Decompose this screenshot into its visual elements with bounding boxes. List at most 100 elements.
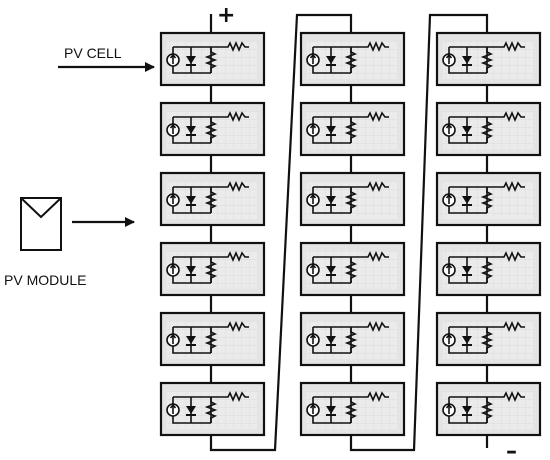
pv-cell [159, 381, 266, 437]
pv-cell-circuit-icon [166, 250, 249, 284]
pv-cell-circuit-icon [442, 390, 525, 424]
pv-cell [159, 171, 266, 227]
pv-cell [435, 241, 542, 297]
diode-icon [462, 397, 472, 423]
diode-icon [326, 47, 336, 73]
series-resistor-icon [225, 40, 249, 53]
series-resistor-icon [365, 320, 389, 333]
series-resistor-icon [365, 40, 389, 53]
shunt-resistor-icon [344, 47, 358, 73]
series-wiring [209, 13, 489, 452]
pv-cell-array [159, 31, 542, 437]
series-resistor-icon [365, 250, 389, 263]
shunt-resistor-icon [204, 187, 218, 213]
pv-cell [159, 241, 266, 297]
pv-cell [299, 381, 406, 437]
current-source-icon [306, 333, 320, 347]
pv-cell-circuit-icon [306, 250, 389, 284]
pv-cell-circuit-icon [306, 110, 389, 144]
diode-icon [186, 397, 196, 423]
shunt-resistor-icon [344, 187, 358, 213]
pv-cell-circuit-icon [306, 320, 389, 354]
pv-cell-circuit-icon [306, 40, 389, 74]
pv-cell-circuit-icon [166, 40, 249, 74]
shunt-resistor-icon [480, 327, 494, 353]
shunt-resistor-icon [480, 257, 494, 283]
series-resistor-icon [225, 320, 249, 333]
diode-icon [186, 117, 196, 143]
pv-cell [159, 101, 266, 157]
current-source-icon [166, 333, 180, 347]
shunt-resistor-icon [480, 397, 494, 423]
current-source-icon [306, 53, 320, 67]
series-resistor-icon [225, 180, 249, 193]
diode-icon [462, 327, 472, 353]
diode-icon [462, 117, 472, 143]
pv-cell [435, 311, 542, 367]
pv-cell [159, 311, 266, 367]
diode-icon [462, 47, 472, 73]
diode-icon [326, 117, 336, 143]
pv-cell [299, 31, 406, 87]
shunt-resistor-icon [344, 257, 358, 283]
diode-icon [326, 257, 336, 283]
current-source-icon [442, 193, 456, 207]
series-resistor-icon [501, 110, 525, 123]
series-resistor-icon [501, 180, 525, 193]
shunt-resistor-icon [204, 327, 218, 353]
pv-cell-label: PV CELL [64, 45, 122, 61]
current-source-icon [442, 333, 456, 347]
pv-cell [299, 311, 406, 367]
diode-icon [186, 327, 196, 353]
pv-cell [435, 101, 542, 157]
diode-icon [326, 397, 336, 423]
series-resistor-icon [501, 390, 525, 403]
pv-cell [435, 381, 542, 437]
shunt-resistor-icon [344, 327, 358, 353]
series-resistor-icon [365, 390, 389, 403]
pv-module-icon [20, 197, 62, 251]
series-resistor-icon [225, 250, 249, 263]
pv-module-label: PV MODULE [4, 272, 86, 288]
pv-cell-circuit-icon [442, 40, 525, 74]
shunt-resistor-icon [480, 187, 494, 213]
pv-cell [435, 171, 542, 227]
current-source-icon [442, 53, 456, 67]
diode-icon [326, 187, 336, 213]
pv-cell-circuit-icon [442, 110, 525, 144]
pv-cell [299, 241, 406, 297]
current-source-icon [306, 263, 320, 277]
shunt-resistor-icon [204, 257, 218, 283]
shunt-resistor-icon [204, 47, 218, 73]
diode-icon [326, 327, 336, 353]
positive-terminal-label: + [217, 3, 235, 28]
pv-cell-circuit-icon [166, 110, 249, 144]
current-source-icon [442, 263, 456, 277]
current-source-icon [166, 53, 180, 67]
pv-cell-circuit-icon [166, 390, 249, 424]
shunt-resistor-icon [344, 117, 358, 143]
pv-cell-circuit-icon [442, 180, 525, 214]
current-source-icon [442, 123, 456, 137]
shunt-resistor-icon [480, 47, 494, 73]
current-source-icon [306, 123, 320, 137]
current-source-icon [166, 403, 180, 417]
shunt-resistor-icon [344, 397, 358, 423]
series-resistor-icon [225, 110, 249, 123]
current-source-icon [306, 193, 320, 207]
pv-cell [299, 101, 406, 157]
pv-cell-circuit-icon [166, 180, 249, 214]
current-source-icon [166, 123, 180, 137]
current-source-icon [442, 403, 456, 417]
diode-icon [186, 47, 196, 73]
series-resistor-icon [365, 180, 389, 193]
negative-terminal-label: – [506, 439, 517, 460]
shunt-resistor-icon [204, 397, 218, 423]
diode-icon [462, 257, 472, 283]
pv-cell-circuit-icon [442, 320, 525, 354]
pv-cell [159, 31, 266, 87]
series-resistor-icon [501, 250, 525, 263]
pv-cell [299, 171, 406, 227]
pv-cell-circuit-icon [442, 250, 525, 284]
